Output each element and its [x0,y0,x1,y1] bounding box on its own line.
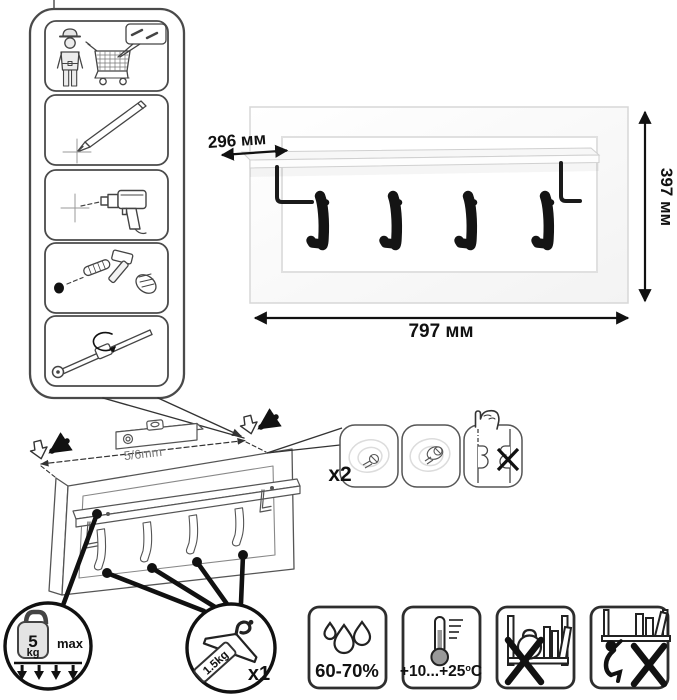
hook-3 [454,190,478,251]
level-distance-dimension: 5/6mm [40,438,267,478]
height-label: 397 мм [657,168,676,226]
fastener-count-label: x2 [328,463,351,486]
hook-load-count: x1 [248,663,270,685]
right-mount-arrow [239,408,282,435]
detail-leaders [59,509,248,614]
mount-point-arrows [29,408,282,460]
left-mount-arrow [29,432,73,460]
shelf-load-value: 5 [28,632,37,651]
weight-icon: 5 kg [17,609,49,659]
keyhole-screw-icon-2 [409,438,451,472]
steps-callout-lines [102,397,245,439]
assembly-view: 5/6mm [29,397,301,614]
hook-2 [379,190,403,251]
unpack-parts-icon [56,23,167,87]
load-arrows-icon [14,661,82,680]
temperature-label: +10...+25оC [400,663,482,680]
product-view: 296 мм 397 мм 797 мм [207,106,676,342]
screws-icon [130,28,159,40]
product-hooks [306,190,555,251]
keyhole-screw-icon-1 [348,439,390,473]
mark-holes-icon [62,100,147,164]
hook-1 [306,190,330,251]
shelf-load-unit: kg [27,647,40,659]
dimension-depth: 296 мм [207,129,289,161]
shelf-brackets [275,161,582,204]
thermometer-icon [430,616,463,667]
load-limits: 5 kg max 1.5kg x1 [3,601,277,694]
no-hanging-icon [601,609,671,688]
hook-4 [531,190,555,251]
left-bracket [275,165,314,204]
steps-panel [28,0,186,400]
screw-in-icon [51,329,153,379]
level-distance-label: 5/6mm [123,445,163,463]
humidity-label: 60-70% [315,660,379,681]
depth-label: 296 мм [207,129,266,152]
warning-icons: 60-70% +10...+25оC [307,605,671,690]
hammer-dowels-icon [54,249,157,294]
water-drops-icon [323,620,372,655]
dimension-width: 797 мм [253,311,630,342]
step-box-4 [44,242,169,314]
dimension-height: 397 мм [638,110,676,303]
assembly-hooks [93,507,245,571]
fastener-box-1 [339,424,399,488]
width-label: 797 мм [408,321,473,342]
right-bracket [559,161,582,203]
product-shelf [240,147,601,169]
keyhole-mount-icon [477,429,520,483]
press-hand-icon [474,409,500,430]
shelf-load-max: max [57,636,84,651]
drill-holes-icon [60,189,147,235]
assembly-shelf [72,478,301,528]
no-heavy-load-icon [504,615,573,686]
fastener-detail: x2 [266,409,523,488]
